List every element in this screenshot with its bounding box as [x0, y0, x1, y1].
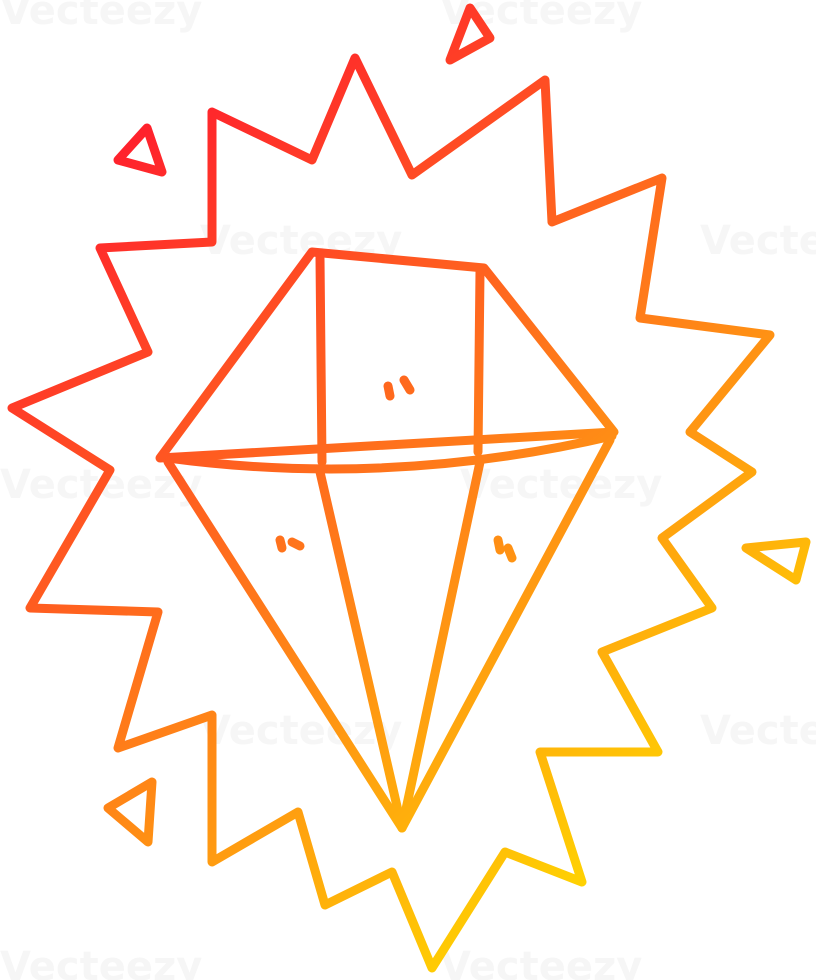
gem-girdle: [163, 431, 617, 474]
shine-mark: [287, 537, 305, 551]
sparkle-triangle: [113, 123, 167, 177]
shine-mark: [383, 381, 395, 401]
shine-mark: [399, 375, 415, 395]
shine-mark: [493, 535, 505, 555]
shine-mark: [275, 535, 287, 553]
gem-facet-line: [397, 457, 485, 833]
gem-facet-line: [473, 267, 485, 457]
gem-facet-line: [315, 253, 327, 467]
gem-crown: [155, 247, 619, 463]
shine-mark: [503, 543, 517, 563]
burst-outline: [7, 53, 775, 973]
gem-facet-line: [315, 467, 407, 833]
sparkle-triangle: [741, 537, 811, 585]
sparkle-triangle: [103, 777, 157, 847]
sparkle-triangle: [445, 3, 495, 65]
